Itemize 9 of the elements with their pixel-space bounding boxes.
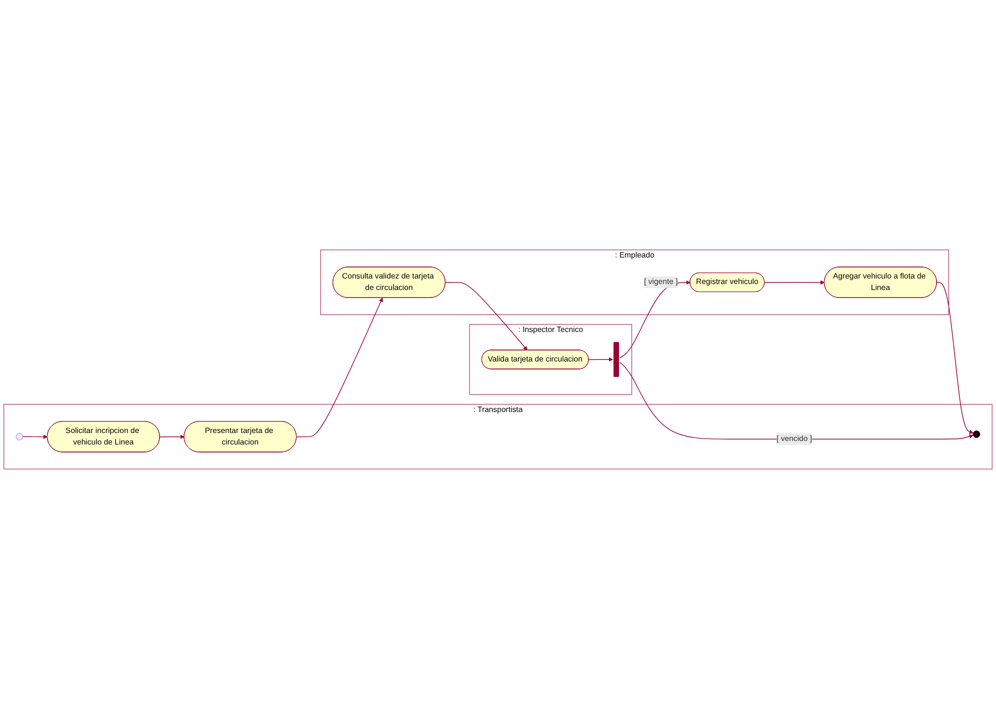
arrow [936,282,974,434]
arrow [445,281,528,350]
arrow [619,361,974,439]
arrow [588,356,613,362]
arrow [764,280,825,284]
arrow [159,434,184,438]
arrow [22,434,48,438]
node-circle [16,432,24,440]
arrow [296,297,383,437]
